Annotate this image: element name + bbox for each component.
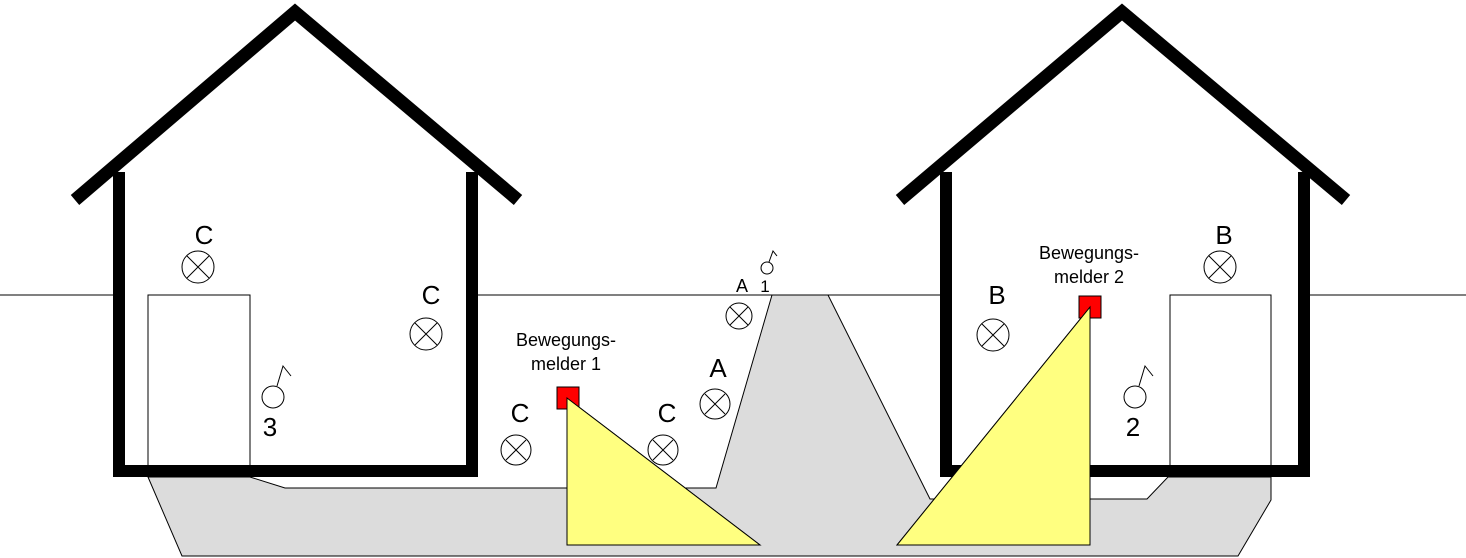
lamp-icon [500,434,532,466]
lamp-icon [976,318,1010,352]
lamp-label: B [1215,220,1232,250]
walls-left [113,172,478,477]
switch-label: 3 [263,412,277,442]
lamp-icon [699,388,731,420]
lamp-icon [409,317,443,351]
door-left [147,294,251,478]
lamp-label: A [736,276,748,296]
lamp-icon [647,434,679,466]
switch-label: 2 [1126,412,1140,442]
detector-2-label-line2: melder 2 [1054,267,1124,287]
switch-icon [261,364,292,409]
roof-right [895,3,1351,205]
detector-1-label-line2: melder 1 [531,354,601,374]
lamp-icon [725,302,753,330]
house-left [70,3,523,478]
lamp-label: C [511,398,530,428]
door-right [1169,294,1272,478]
switch-label: 1 [760,277,769,296]
lamp-label: A [709,353,727,383]
walls-right [940,172,1310,477]
lamp-label: B [988,280,1005,310]
switch-icon [1123,364,1154,409]
lamp-icon [181,250,215,284]
lamp-icon [1203,250,1237,284]
detector-1-label-line1: Bewegungs- [516,330,616,350]
lamp-label: C [422,280,441,310]
detector-2-label-line1: Bewegungs- [1039,243,1139,263]
switch-icon [760,249,778,275]
house-right [895,3,1351,478]
lamp-label: C [658,398,677,428]
roof-left [70,3,523,205]
lamp-label: C [195,220,214,250]
